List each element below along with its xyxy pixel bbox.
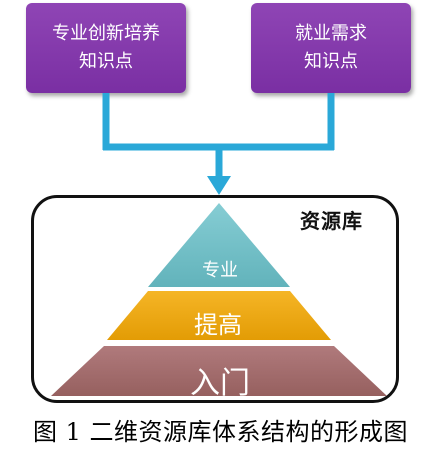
- pyramid-tier-middle: [107, 291, 331, 340]
- node-employment-line1: 就业需求: [295, 23, 367, 44]
- figure-caption: 图 1 二维资源库体系结构的形成图: [32, 418, 409, 446]
- node-innovation-line2: 知识点: [79, 51, 133, 72]
- pyramid-tier-bottom: [51, 346, 387, 396]
- pyramid-tier-top: [148, 203, 290, 287]
- resource-library-frame: [31, 195, 399, 403]
- pyramid-label-top: 专业: [202, 260, 238, 281]
- node-innovation-line1: 专业创新培养: [52, 23, 160, 44]
- connector-lines: [102, 93, 335, 195]
- node-employment-line2: 知识点: [304, 51, 358, 72]
- node-innovation-knowledge: 专业创新培养 知识点: [26, 3, 186, 93]
- node-employment-knowledge: 就业需求 知识点: [251, 3, 411, 93]
- pyramid-label-bottom: 入门: [190, 366, 250, 401]
- resource-library-title: 资源库: [300, 209, 363, 233]
- arrow-down-icon: [207, 176, 231, 195]
- pyramid-label-middle: 提高: [194, 311, 242, 339]
